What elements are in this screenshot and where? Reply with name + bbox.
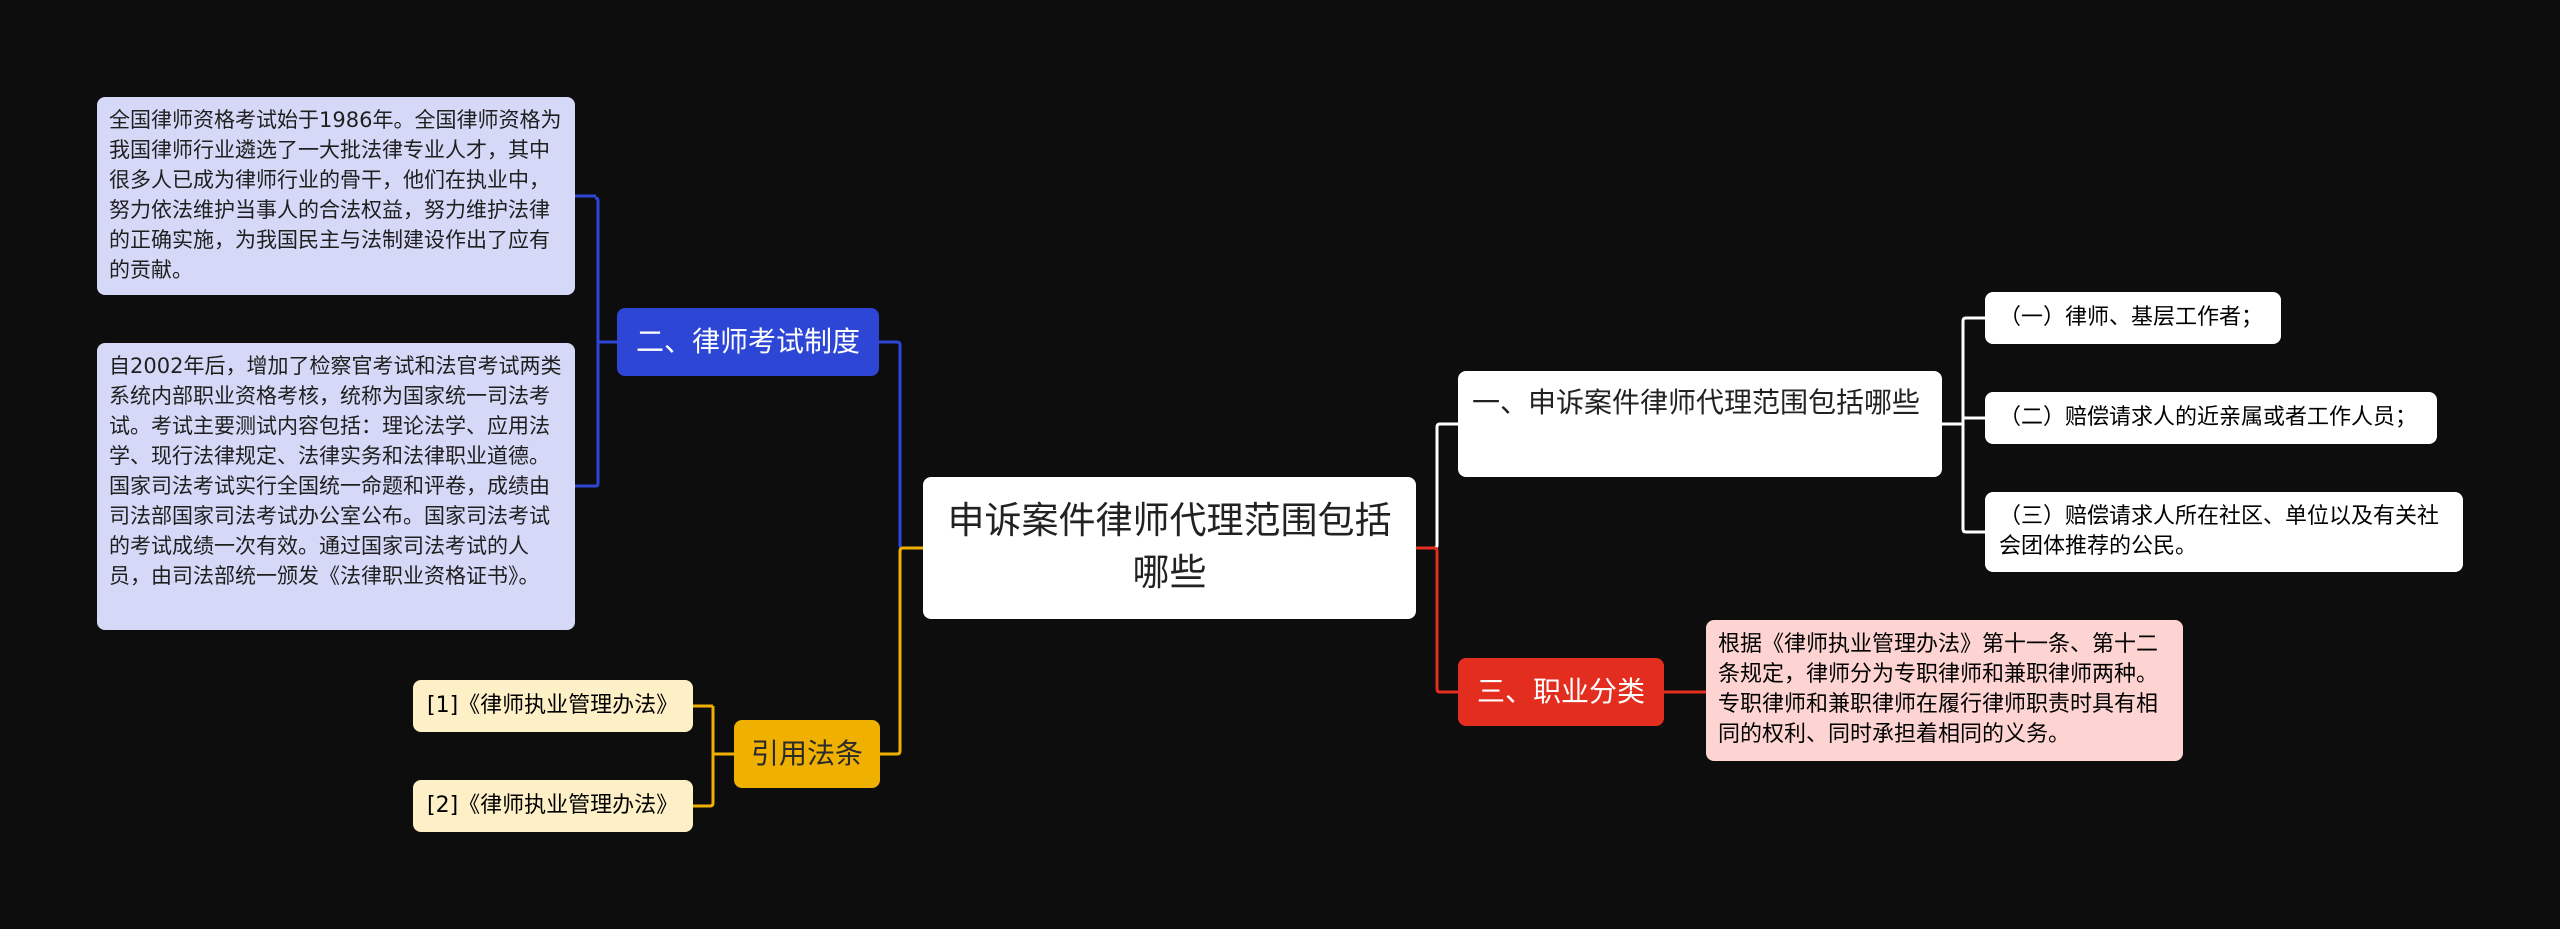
note-unified-judicial-exam-text: 自2002年后，增加了检察官考试和法官考试两类系统内部职业资格考核，统称为国家统… — [109, 354, 562, 588]
topic-citations-label: 引用法条 — [750, 737, 863, 770]
connector-root-classification — [1416, 546, 1458, 694]
scope-item-3[interactable]: （三）赔偿请求人所在社区、单位以及有关社会团体推荐的公民。 — [1985, 492, 2463, 572]
connector-exam-notes — [575, 194, 617, 488]
root-topic[interactable]: 申诉案件律师代理范围包括哪些 — [923, 477, 1416, 619]
note-classification-text: 根据《律师执业管理办法》第十一条、第十二条规定，律师分为专职律师和兼职律师两种。… — [1718, 632, 2159, 747]
connector-root-scope — [1416, 422, 1458, 550]
connector-root-citations — [880, 546, 923, 756]
root-topic-text: 申诉案件律师代理范围包括哪些 — [947, 499, 1392, 594]
note-exam-history-text: 全国律师资格考试始于1986年。全国律师资格为我国律师行业遴选了一大批法律专业人… — [109, 108, 562, 282]
note-classification[interactable]: 根据《律师执业管理办法》第十一条、第十二条规定，律师分为专职律师和兼职律师两种。… — [1706, 620, 2183, 761]
scope-item-1-text: （一）律师、基层工作者； — [1999, 305, 2264, 330]
scope-item-2-text: （二）赔偿请求人的近亲属或者工作人员； — [1999, 405, 2418, 430]
connector-citations-items — [693, 704, 734, 808]
scope-item-1[interactable]: （一）律师、基层工作者； — [1985, 292, 2281, 344]
topic-scope-label: 一、申诉案件律师代理范围包括哪些 — [1472, 386, 1921, 419]
citation-item-2-text: [2]《律师执业管理办法》 — [427, 793, 679, 818]
scope-item-3-text: （三）赔偿请求人所在社区、单位以及有关社会团体推荐的公民。 — [1999, 504, 2440, 559]
connector-root-exam — [879, 340, 923, 550]
topic-classification[interactable]: 三、职业分类 — [1458, 658, 1664, 726]
topic-citations[interactable]: 引用法条 — [734, 720, 880, 788]
connector-scope-items — [1942, 316, 1985, 534]
citation-item-2[interactable]: [2]《律师执业管理办法》 — [413, 780, 693, 832]
topic-exam-system[interactable]: 二、律师考试制度 — [617, 308, 879, 376]
citation-item-1-text: [1]《律师执业管理办法》 — [427, 693, 679, 718]
note-unified-judicial-exam[interactable]: 自2002年后，增加了检察官考试和法官考试两类系统内部职业资格考核，统称为国家统… — [97, 343, 575, 630]
citation-item-1[interactable]: [1]《律师执业管理办法》 — [413, 680, 693, 732]
topic-classification-label: 三、职业分类 — [1476, 675, 1645, 708]
topic-scope[interactable]: 一、申诉案件律师代理范围包括哪些 — [1458, 371, 1942, 477]
topic-exam-system-label: 二、律师考试制度 — [635, 325, 860, 358]
scope-item-2[interactable]: （二）赔偿请求人的近亲属或者工作人员； — [1985, 392, 2437, 444]
note-exam-history[interactable]: 全国律师资格考试始于1986年。全国律师资格为我国律师行业遴选了一大批法律专业人… — [97, 97, 575, 295]
